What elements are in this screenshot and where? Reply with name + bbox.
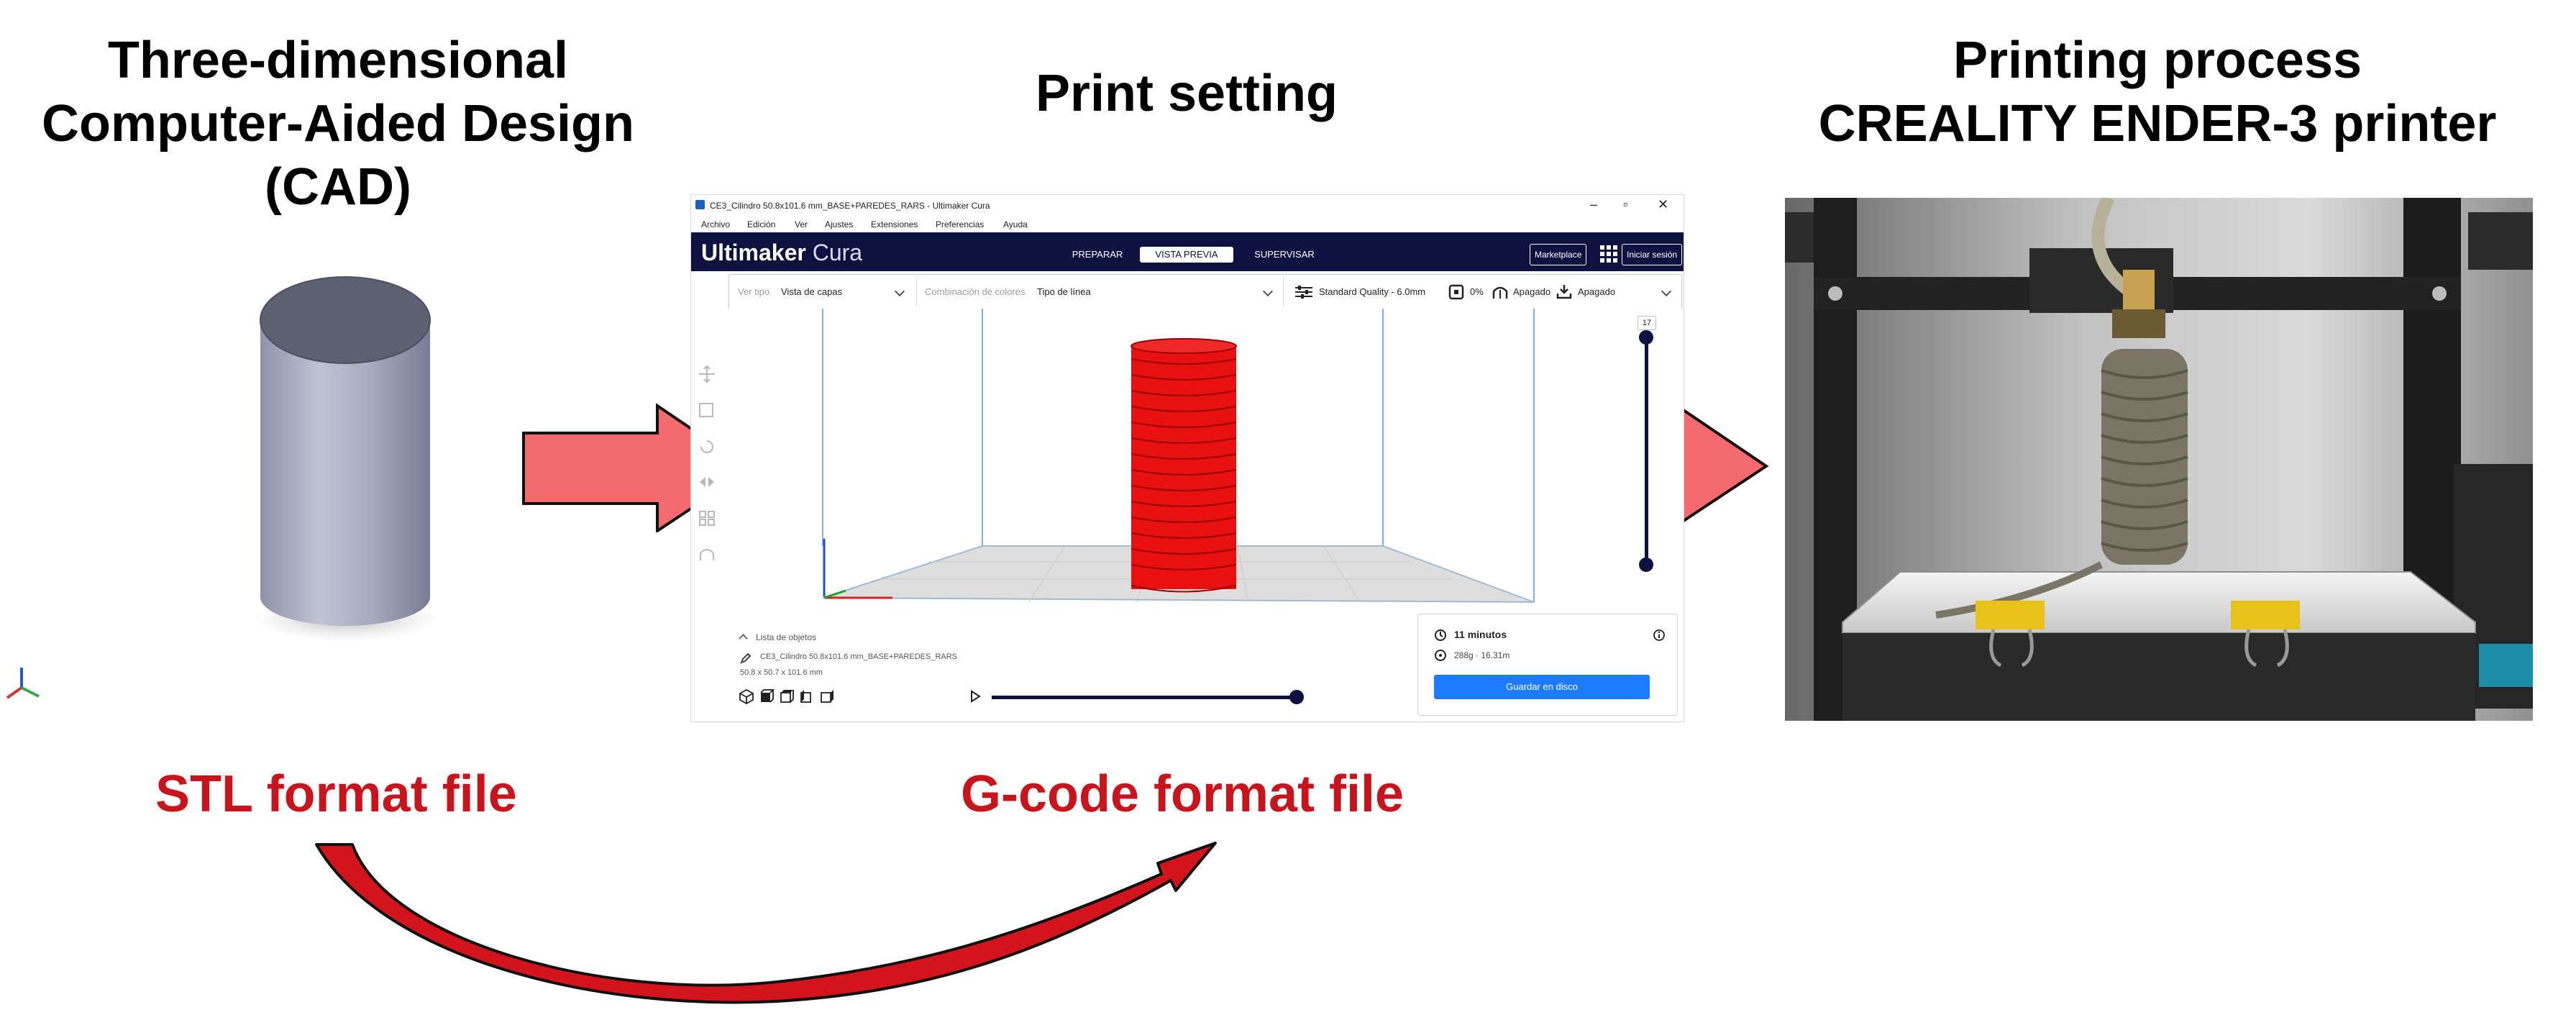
sliced-model-layers bbox=[1131, 338, 1237, 593]
minimize-button[interactable]: – bbox=[1590, 197, 1598, 211]
menu-preferencias[interactable]: Preferencias bbox=[936, 219, 985, 229]
layer-slider-track[interactable] bbox=[1645, 333, 1648, 565]
adhesion-value[interactable]: Apagado bbox=[1578, 286, 1616, 297]
printing-heading-line-2: CREALITY ENDER-3 printer bbox=[1818, 95, 2497, 153]
cura-window: CE3_Cilindro 50.8x101.6 mm_BASE+PAREDES_… bbox=[690, 194, 1684, 722]
print-setting-heading: Print setting bbox=[1035, 65, 1338, 122]
menu-ver[interactable]: Ver bbox=[795, 219, 808, 229]
per-model-settings-icon[interactable] bbox=[697, 509, 717, 527]
printing-heading-line-1: Printing process bbox=[1952, 32, 2362, 89]
path-slider-handle[interactable] bbox=[1289, 690, 1304, 704]
cura-menubar: Archivo Edición Ver Ajustes Extensiones … bbox=[691, 217, 1684, 232]
cura-toolbar: Ver tipo Vista de capas Combinación de c… bbox=[729, 274, 1682, 310]
tab-supervisar[interactable]: SUPERVISAR bbox=[1254, 249, 1315, 260]
cura-window-title: CE3_Cilindro 50.8x101.6 mm_BASE+PAREDES_… bbox=[710, 201, 990, 211]
estimate-time: 11 minutos bbox=[1454, 629, 1507, 640]
axis-triad-icon bbox=[6, 668, 40, 699]
printing-heading: Printing process CREALITY ENDER-3 printe… bbox=[1769, 29, 2546, 155]
menu-edicion[interactable]: Edición bbox=[747, 219, 776, 229]
print-estimate-panel: 11 minutos 288g · 16.31m Guardar en disc… bbox=[1417, 614, 1678, 716]
curved-conversion-arrow bbox=[315, 842, 1217, 1004]
cad-heading: Three-dimensional Computer-Aided Design … bbox=[22, 29, 654, 219]
cura-3d-viewport[interactable]: 17 bbox=[691, 309, 1684, 647]
cad-heading-line-1: Three-dimensional bbox=[107, 32, 569, 89]
layer-number: 17 bbox=[1642, 319, 1652, 327]
scale-icon[interactable] bbox=[697, 401, 717, 419]
settings-chevron-down-icon[interactable] bbox=[1661, 286, 1672, 297]
color-scheme-select[interactable]: Tipo de línea bbox=[1037, 286, 1091, 297]
infill-value[interactable]: 0% bbox=[1470, 286, 1484, 297]
tab-vista-previa[interactable]: VISTA PREVIA bbox=[1140, 247, 1233, 263]
view-left-icon[interactable] bbox=[799, 688, 815, 704]
brand-bold: Ultimaker bbox=[701, 240, 806, 265]
creality-ender3-printer-photo bbox=[1785, 198, 2533, 721]
layer-number-box: 17 bbox=[1638, 316, 1656, 330]
stl-format-label: STL format file bbox=[155, 765, 517, 823]
edit-pencil-icon[interactable] bbox=[740, 652, 752, 664]
info-icon[interactable] bbox=[1653, 629, 1666, 642]
object-name: CE3_Cilindro 50.8x101.6 mm_BASE+PAREDES_… bbox=[760, 652, 958, 661]
save-to-disk-button[interactable]: Guardar en disco bbox=[1434, 675, 1650, 699]
support-blocker-icon[interactable] bbox=[697, 545, 717, 563]
cad-cylinder-image bbox=[253, 276, 440, 642]
view-type-select[interactable]: Vista de capas bbox=[781, 286, 843, 297]
cura-bottom-panel: Lista de objetos CE3_Cilindro 50.8x101.6… bbox=[691, 627, 1684, 722]
gcode-format-label: G-code format file bbox=[961, 765, 1405, 823]
brand-light: Cura bbox=[812, 240, 863, 265]
menu-ayuda[interactable]: Ayuda bbox=[1003, 219, 1028, 229]
view-front-icon[interactable] bbox=[759, 688, 775, 704]
apps-grid-icon[interactable] bbox=[1600, 245, 1617, 263]
material-spool-icon bbox=[1435, 650, 1446, 661]
object-list-chevron-up-icon[interactable] bbox=[739, 634, 748, 643]
estimate-material: 288g · 16.31m bbox=[1454, 650, 1510, 660]
color-scheme-chevron-down-icon[interactable] bbox=[1262, 286, 1274, 297]
profile-value[interactable]: Standard Quality - 6.0mm bbox=[1319, 286, 1426, 297]
tab-preparar[interactable]: PREPARAR bbox=[1072, 249, 1123, 260]
cura-app-icon bbox=[695, 200, 705, 209]
layer-slider-top-handle[interactable] bbox=[1639, 330, 1653, 345]
view-3d-icon[interactable] bbox=[739, 688, 754, 704]
mirror-icon[interactable] bbox=[697, 473, 717, 491]
infill-icon bbox=[1448, 284, 1464, 300]
object-list-toggle[interactable]: Lista de objetos bbox=[756, 632, 817, 642]
move-icon[interactable] bbox=[697, 365, 717, 383]
view-right-icon[interactable] bbox=[819, 688, 835, 704]
view-type-chevron-down-icon[interactable] bbox=[894, 286, 905, 297]
close-button[interactable]: ✕ bbox=[1658, 197, 1669, 211]
object-dimensions: 50.8 x 50.7 x 101.6 mm bbox=[740, 668, 823, 677]
view-type-label: Ver tipo bbox=[738, 286, 770, 297]
marketplace-button[interactable]: Marketplace bbox=[1530, 244, 1587, 265]
support-icon bbox=[1492, 286, 1508, 299]
adhesion-icon bbox=[1556, 285, 1572, 299]
rotate-icon[interactable] bbox=[697, 437, 717, 455]
maximize-button[interactable]: ▫ bbox=[1623, 197, 1628, 211]
menu-archivo[interactable]: Archivo bbox=[701, 219, 731, 229]
clock-icon bbox=[1435, 629, 1446, 641]
cad-heading-line-2: Computer-Aided Design bbox=[41, 95, 635, 153]
view-top-icon[interactable] bbox=[779, 688, 795, 704]
menu-ajustes[interactable]: Ajustes bbox=[825, 219, 854, 229]
menu-extensiones[interactable]: Extensiones bbox=[871, 219, 918, 229]
cura-header: Ultimaker Cura PREPARAR VISTA PREVIA SUP… bbox=[691, 232, 1684, 271]
cura-titlebar: CE3_Cilindro 50.8x101.6 mm_BASE+PAREDES_… bbox=[691, 195, 1684, 217]
support-value[interactable]: Apagado bbox=[1513, 286, 1551, 297]
signin-button[interactable]: Iniciar sesión bbox=[1622, 244, 1683, 265]
play-simulation-icon[interactable] bbox=[969, 690, 982, 703]
color-scheme-label: Combinación de colores bbox=[925, 286, 1026, 297]
cad-heading-line-3: (CAD) bbox=[265, 158, 411, 216]
cura-brand: Ultimaker Cura bbox=[701, 240, 862, 266]
layer-slider-bottom-handle[interactable] bbox=[1639, 557, 1653, 572]
path-slider-track[interactable] bbox=[992, 696, 1294, 699]
print-settings-sliders-icon[interactable] bbox=[1294, 285, 1313, 299]
